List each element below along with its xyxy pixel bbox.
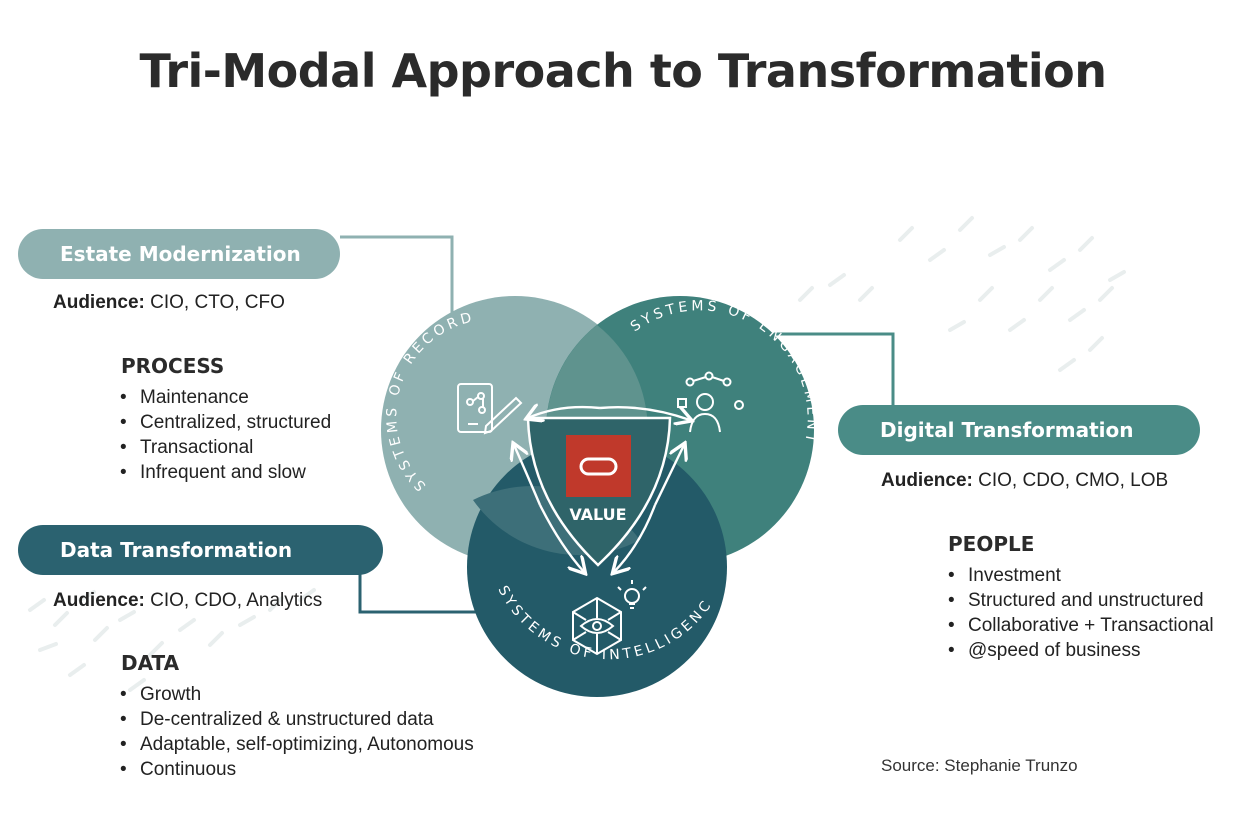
background-texture	[28, 216, 1126, 692]
source-credit: Source: Stephanie Trunzo	[881, 756, 1078, 775]
list-item: Maintenance	[118, 385, 331, 410]
person-network-icon	[677, 371, 744, 433]
document-pen-icon	[457, 383, 523, 435]
list-item: Investment	[946, 563, 1214, 588]
data-audience-value: CIO, CDO, Analytics	[144, 590, 323, 611]
list-item: Adaptable, self-optimizing, Autonomous	[118, 732, 474, 757]
digital-audience-value: CIO, CDO, CMO, LOB	[972, 470, 1169, 491]
process-heading: PROCESS	[121, 354, 225, 378]
list-item: Collaborative + Transactional	[946, 613, 1214, 638]
people-list: Investment Structured and unstructured C…	[946, 563, 1214, 663]
list-item: Transactional	[118, 435, 331, 460]
estate-audience-value: CIO, CTO, CFO	[144, 292, 285, 313]
list-item: Continuous	[118, 757, 474, 782]
estate-audience: Audience: CIO, CTO, CFO	[53, 292, 285, 314]
digital-audience-label: Audience:	[881, 470, 973, 491]
list-item: Growth	[118, 682, 474, 707]
list-item: Centralized, structured	[118, 410, 331, 435]
estate-connector	[340, 235, 454, 318]
digital-audience: Audience: CIO, CDO, CMO, LOB	[881, 470, 1168, 492]
process-list: Maintenance Centralized, structured Tran…	[118, 385, 331, 485]
oracle-logo	[566, 435, 631, 497]
page-title: Tri-Modal Approach to Transformation	[139, 44, 1107, 98]
people-heading: PEOPLE	[948, 532, 1035, 556]
data-audience: Audience: CIO, CDO, Analytics	[53, 590, 322, 612]
value-arrows	[514, 407, 690, 572]
digital-transformation-pill: Digital Transformation	[838, 405, 1200, 455]
estate-modernization-pill: Estate Modernization	[18, 229, 340, 279]
data-list: Growth De-centralized & unstructured dat…	[118, 682, 474, 782]
value-label: VALUE	[569, 505, 626, 524]
data-transformation-pill: Data Transformation	[18, 525, 383, 575]
data-audience-label: Audience:	[53, 590, 145, 611]
estate-audience-label: Audience:	[53, 292, 145, 313]
list-item: De-centralized & unstructured data	[118, 707, 474, 732]
hex-eye-lightbulb-icon	[572, 580, 647, 656]
data-heading: DATA	[121, 651, 180, 675]
list-item: Infrequent and slow	[118, 460, 331, 485]
list-item: @speed of business	[946, 638, 1214, 663]
list-item: Structured and unstructured	[946, 588, 1214, 613]
digital-connector	[770, 332, 895, 405]
